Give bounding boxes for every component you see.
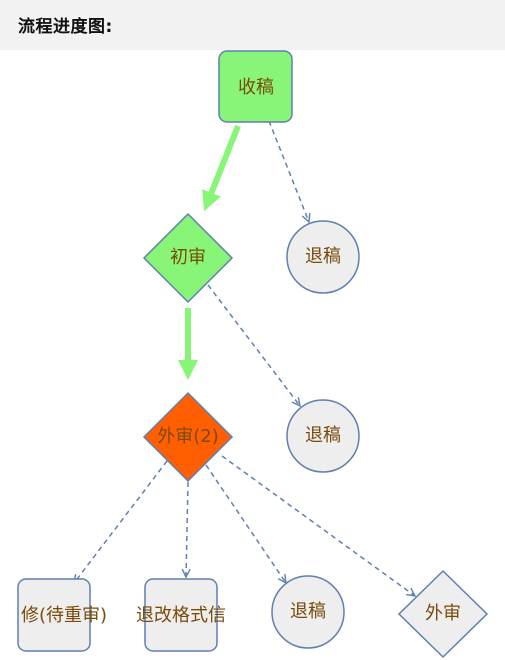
node-receive-shape <box>218 50 293 123</box>
node-initial-review-shape <box>142 212 234 304</box>
node-revise-pending-shape <box>17 578 91 652</box>
edges <box>73 120 417 597</box>
node-return-revision-letter[interactable]: 退改格式信 <box>136 578 226 652</box>
node-receive[interactable]: 收稿 <box>218 50 293 123</box>
page-title: 流程进度图: <box>18 17 113 37</box>
node-return-3[interactable]: 退稿 <box>271 575 345 649</box>
edge-receive-to-return-1 <box>268 120 311 224</box>
edge-external-review-2-to-external-review <box>221 455 417 597</box>
node-return-3-label: 退稿 <box>290 601 326 622</box>
node-revise-pending[interactable]: 修(待重审) <box>17 578 107 652</box>
node-return-2[interactable]: 退稿 <box>286 399 360 473</box>
edge-external-review-2-to-return-3 <box>205 464 287 585</box>
edge-external-review-2-to-revise-pending <box>73 460 168 585</box>
node-return-revision-letter-shape <box>144 578 218 652</box>
edge-external-review-2-to-return-revision-letter <box>181 481 191 579</box>
edge-initial-review-to-return-2 <box>207 284 301 408</box>
node-external-review-label: 外审 <box>425 603 461 624</box>
node-external-review-2-shape <box>142 391 234 483</box>
node-return-1-label: 退稿 <box>305 246 341 267</box>
node-external-review-2[interactable]: 外审(2) <box>142 391 234 483</box>
node-return-2-label: 退稿 <box>305 425 341 446</box>
node-initial-review[interactable]: 初审 <box>142 212 234 304</box>
node-receive-label: 收稿 <box>238 77 274 98</box>
node-external-review-2-label: 外审(2) <box>157 426 219 447</box>
node-return-2-shape <box>286 399 360 473</box>
node-return-3-shape <box>271 575 345 649</box>
node-initial-review-label: 初审 <box>170 247 206 268</box>
node-external-review[interactable]: 外审 <box>397 569 489 659</box>
header-bar: 流程进度图: <box>0 0 505 50</box>
node-external-review-shape <box>397 569 489 659</box>
edge-receive-to-initial-review <box>202 124 241 212</box>
node-revise-pending-label: 修(待重审) <box>21 605 107 626</box>
node-return-1-shape <box>286 220 360 294</box>
node-return-revision-letter-label: 退改格式信 <box>136 605 226 626</box>
node-return-1[interactable]: 退稿 <box>286 220 360 294</box>
